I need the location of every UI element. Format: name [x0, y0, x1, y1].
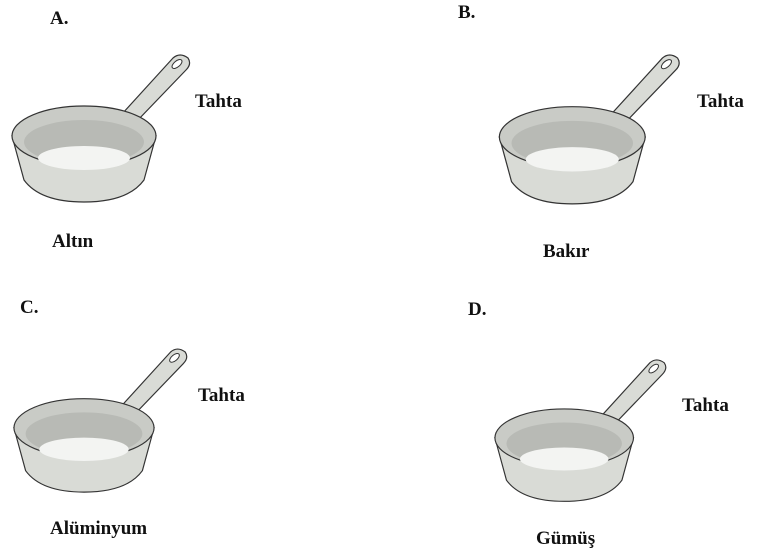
option-b-handle-label: Tahta [697, 91, 744, 113]
frying-pan-icon [493, 356, 671, 512]
option-d-letter: D. [468, 299, 486, 321]
frying-pan-icon [10, 52, 195, 212]
option-c-body-label: Alüminyum [50, 518, 147, 540]
option-d-body-label: Gümüş [536, 528, 595, 550]
option-c-letter: C. [20, 297, 38, 319]
frying-pan-icon [497, 52, 685, 214]
option-a-body-label: Altın [52, 231, 93, 253]
frying-pan-icon [12, 346, 192, 502]
option-a-handle-label: Tahta [195, 91, 242, 113]
option-c-handle-label: Tahta [198, 385, 245, 407]
option-b-letter: B. [458, 2, 475, 24]
option-b-body-label: Bakır [543, 241, 589, 263]
option-d-handle-label: Tahta [682, 395, 729, 417]
option-a-letter: A. [50, 8, 68, 30]
